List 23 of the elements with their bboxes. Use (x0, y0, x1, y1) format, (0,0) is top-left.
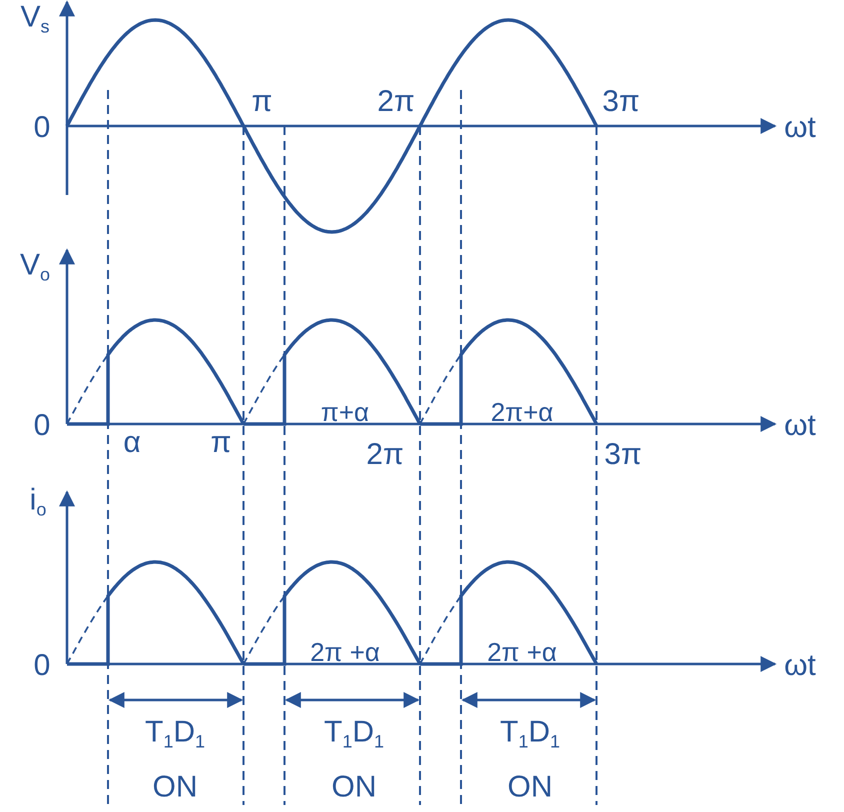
tick-label: 2π+α (490, 396, 554, 428)
axis-label: V$_{o}$ (20, 249, 50, 287)
tick-label: 0 (34, 410, 50, 442)
tick-label: α (123, 427, 141, 459)
tick-label: 2π +α (487, 636, 557, 668)
tick-label: 2π (366, 439, 404, 471)
axis-label: i$_{o}$ (30, 484, 46, 522)
tick-label: 2π +α (310, 636, 380, 668)
tick-label: π (252, 86, 272, 118)
tick-label: 3π (602, 86, 640, 118)
tick-label: 2π (377, 86, 415, 118)
interval-label: T$_{1}$D$_{1}$ ON (498, 714, 562, 806)
axis-label: ωt (784, 650, 816, 682)
tick-label: π+α (320, 396, 370, 428)
tick-label: 0 (34, 112, 50, 144)
interval-label: T$_{1}$D$_{1}$ ON (322, 714, 386, 806)
axis-label: ωt (784, 112, 816, 144)
axis-label: V$_{s}$ (20, 1, 50, 39)
axis-label: ωt (784, 410, 816, 442)
interval-label: T$_{1}$D$_{1}$ ON (144, 714, 206, 806)
tick-label: 3π (604, 439, 642, 471)
tick-label: 0 (34, 650, 50, 682)
tick-label: π (210, 427, 232, 459)
